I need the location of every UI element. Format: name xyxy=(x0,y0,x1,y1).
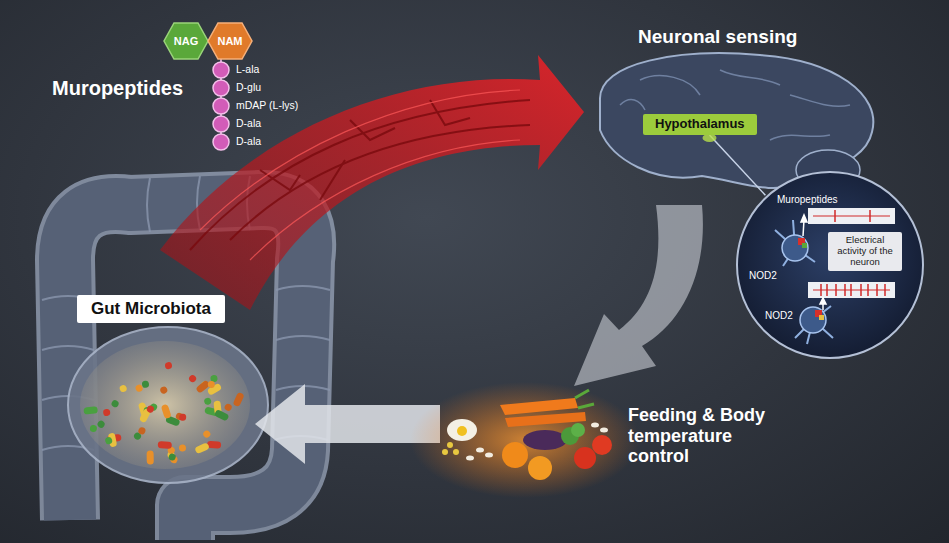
node-text: Muropeptides xyxy=(777,194,838,206)
node-text: NOD2 xyxy=(765,310,793,322)
leader-connector xyxy=(702,134,765,195)
residue-label: D-glu xyxy=(236,81,261,93)
residue-label: mDAP (L-lys) xyxy=(236,99,298,111)
inset-circle: MuropeptidesNOD2NOD2Electrical activity … xyxy=(735,170,925,360)
node-text: Hypothalamus xyxy=(655,117,745,132)
node-text: NAG xyxy=(174,35,198,48)
node-text: Gut Microbiota xyxy=(91,299,211,319)
title-label: Muropeptides xyxy=(52,77,183,100)
amino-acid-chain xyxy=(213,58,229,150)
section-label: Neuronal sensing xyxy=(638,26,797,48)
diet-arrow xyxy=(255,384,440,464)
sugar-hexagon: NAM xyxy=(207,22,253,60)
residue-label: L-ala xyxy=(236,63,259,75)
label-box: Gut Microbiota xyxy=(77,295,225,323)
caption-box: Electrical activity of the neuron xyxy=(828,232,902,271)
brain-drawing xyxy=(600,53,873,190)
region-box: Hypothalamus xyxy=(643,114,757,135)
node-text: Electrical activity of the neuron xyxy=(831,235,899,268)
feedback-arrow xyxy=(574,205,703,386)
sugar-hexagon: NAG xyxy=(163,22,209,60)
blood-arrow xyxy=(160,55,584,310)
section-label: Feeding & Body temperature control xyxy=(628,405,788,467)
node-text: NOD2 xyxy=(749,270,777,282)
node-text: NAM xyxy=(217,35,242,48)
residue-label: D-ala xyxy=(236,135,261,147)
residue-label: D-ala xyxy=(236,117,261,129)
food-drawing xyxy=(410,382,640,498)
